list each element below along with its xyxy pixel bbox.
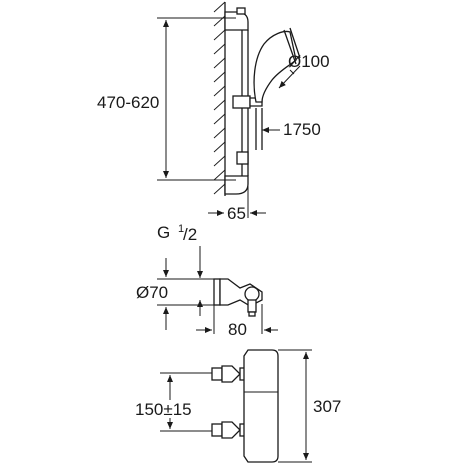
- rail-top-cap: [236, 7, 246, 15]
- wall-distance-dimension: 65: [208, 184, 266, 223]
- wall-rosette: [213, 278, 221, 306]
- valve-knob: [244, 286, 260, 302]
- valve-length-label: 307: [313, 397, 341, 416]
- valve-outlet: [247, 299, 257, 313]
- hand-shower: [253, 27, 301, 103]
- upper-inlet: [211, 365, 247, 383]
- shower-rail-view: 470-620 Ø100 1750 65: [97, 1, 330, 223]
- rail-clip: [236, 151, 249, 165]
- valve-depth-dimension: 80: [196, 304, 278, 339]
- wall-hatching: [213, 1, 226, 196]
- valve-depth-label: 80: [228, 320, 247, 339]
- inlet-centres-dimension: 150±15: [135, 372, 212, 432]
- hand-shower-diameter-callout: Ø100: [278, 52, 330, 89]
- thermostat-body: [243, 349, 279, 463]
- rail-top-bracket: [224, 11, 249, 31]
- connection-thread-callout: G 1 /2: [157, 223, 203, 316]
- shower-hose: [255, 108, 263, 150]
- lower-inlet: [211, 421, 247, 439]
- wall-distance-label: 65: [227, 204, 246, 223]
- valve-outlet-nut: [248, 311, 256, 317]
- thread-g-label: G: [157, 223, 170, 242]
- rail-slider: [232, 95, 251, 109]
- thread-fraction-denominator: /2: [183, 225, 197, 244]
- inlet-centres-label: 150±15: [135, 400, 192, 419]
- escutcheon-diameter-label: Ø70: [136, 283, 168, 302]
- height-range-dimension: 470-620: [97, 17, 236, 181]
- hand-shower-diameter-label: Ø100: [288, 52, 330, 71]
- valve-front-view: 150±15 307: [135, 349, 341, 463]
- rail-bottom-bracket: [224, 175, 249, 195]
- height-range-label: 470-620: [97, 93, 159, 112]
- valve-side-view: G 1 /2 Ø70 80: [136, 223, 278, 339]
- hose-length-callout: 1750: [262, 120, 321, 139]
- hose-length-label: 1750: [283, 120, 321, 139]
- valve-length-dimension: 307: [278, 349, 341, 463]
- thread-fraction-numerator: 1: [178, 223, 184, 235]
